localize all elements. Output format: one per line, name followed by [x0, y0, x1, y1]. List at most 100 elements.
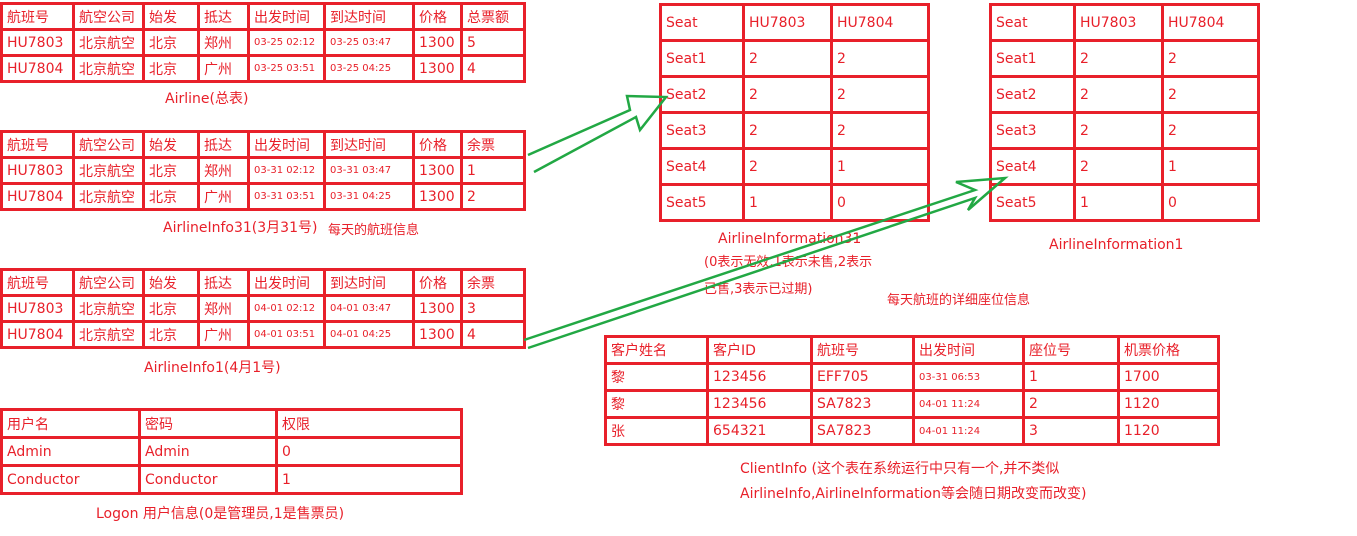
table-cell: 广州 [197, 320, 250, 349]
table-cell: 1 [1073, 183, 1164, 222]
table-cell: 5 [460, 28, 526, 57]
table-cell: 1 [460, 156, 526, 185]
table-cell: Seat5 [659, 183, 745, 222]
header-cell: 用户名 [0, 408, 141, 439]
header-cell: 余票 [460, 268, 526, 297]
header-cell: 航空公司 [72, 130, 145, 159]
table-cell: 2 [1161, 75, 1260, 114]
table-cell: 03-25 03:47 [323, 28, 415, 57]
table-cell: Seat1 [659, 39, 745, 78]
table-cell: 北京航空 [72, 54, 145, 83]
table-cell: Seat1 [989, 39, 1076, 78]
table-cell: 郑州 [197, 294, 250, 323]
table-cell: HU7804 [0, 320, 75, 349]
client-caption-line2: AirlineInfo,AirlineInformation等会随日期改变而改变… [740, 486, 1087, 502]
table-cell: 04-01 03:47 [323, 294, 415, 323]
table-cell: 04-01 03:51 [247, 320, 326, 349]
header-cell: 总票额 [460, 2, 526, 31]
header-cell: 客户ID [706, 335, 813, 365]
table-cell: 郑州 [197, 28, 250, 57]
client-caption-line1: ClientInfo (这个表在系统运行中只有一个,并不类似 [740, 461, 1060, 477]
header-cell: HU7803 [742, 3, 833, 42]
table-cell: 广州 [197, 54, 250, 83]
table-cell: 03-25 03:51 [247, 54, 326, 83]
table-cell: 北京 [142, 320, 200, 349]
table-cell: EFF705 [810, 362, 915, 392]
header-cell: 权限 [275, 408, 463, 439]
header-row: 用户名密码权限 [0, 408, 463, 439]
table-cell: HU7804 [0, 54, 75, 83]
header-cell: Seat [659, 3, 745, 42]
table-cell: 北京 [142, 294, 200, 323]
table-cell: 04-01 11:24 [912, 416, 1025, 446]
table-cell: Conductor [138, 464, 278, 495]
header-cell: 出发时间 [912, 335, 1025, 365]
header-cell: 到达时间 [323, 2, 415, 31]
table-cell: 04-01 02:12 [247, 294, 326, 323]
table-cell: 123456 [706, 389, 813, 419]
table-cell: 3 [1022, 416, 1120, 446]
arrow-to-seat1 [523, 176, 1009, 350]
table-cell: HU7803 [0, 156, 75, 185]
table-cell: 03-31 03:51 [247, 182, 326, 211]
table-cell: HU7804 [0, 182, 75, 211]
seat31-note-line2: 已售,3表示已过期) [704, 282, 813, 297]
header-cell: 航班号 [810, 335, 915, 365]
table-cell: 03-31 06:53 [912, 362, 1025, 392]
arrow-to-seat31 [527, 94, 669, 174]
table-cell: 123456 [706, 362, 813, 392]
table-cell: 03-31 04:25 [323, 182, 415, 211]
table-cell: 2 [742, 147, 833, 186]
header-cell: 出发时间 [247, 2, 326, 31]
table-cell: 北京 [142, 54, 200, 83]
table-cell: 黎 [604, 389, 709, 419]
table-cell: SA7823 [810, 389, 915, 419]
table-cell: 北京 [142, 156, 200, 185]
header-cell: HU7803 [1073, 3, 1164, 42]
table-cell: 1120 [1117, 416, 1220, 446]
table-cell: Admin [0, 436, 141, 467]
table-cell: Seat2 [989, 75, 1076, 114]
header-cell: Seat [989, 3, 1076, 42]
table-cell: 郑州 [197, 156, 250, 185]
table-cell: 2 [1073, 75, 1164, 114]
table-cell: 1700 [1117, 362, 1220, 392]
header-cell: HU7804 [830, 3, 930, 42]
table-cell: Admin [138, 436, 278, 467]
table-cell: 2 [742, 39, 833, 78]
table-cell: 2 [742, 111, 833, 150]
table-cell: SA7823 [810, 416, 915, 446]
header-row: 航班号航空公司始发抵达出发时间到达时间价格余票 [0, 130, 526, 159]
table-cell: 1 [830, 147, 930, 186]
table-cell: 1 [1022, 362, 1120, 392]
table-cell: 2 [1022, 389, 1120, 419]
table-cell: 1300 [412, 294, 463, 323]
table-cell: 654321 [706, 416, 813, 446]
table-cell: Seat5 [989, 183, 1076, 222]
table-cell: 1300 [412, 28, 463, 57]
header-cell: 始发 [142, 268, 200, 297]
table-cell: 2 [1161, 39, 1260, 78]
table-cell: 2 [1073, 39, 1164, 78]
table-cell: 1300 [412, 320, 463, 349]
table-cell: Conductor [0, 464, 141, 495]
header-cell: 余票 [460, 130, 526, 159]
table-cell: 1 [1161, 147, 1260, 186]
